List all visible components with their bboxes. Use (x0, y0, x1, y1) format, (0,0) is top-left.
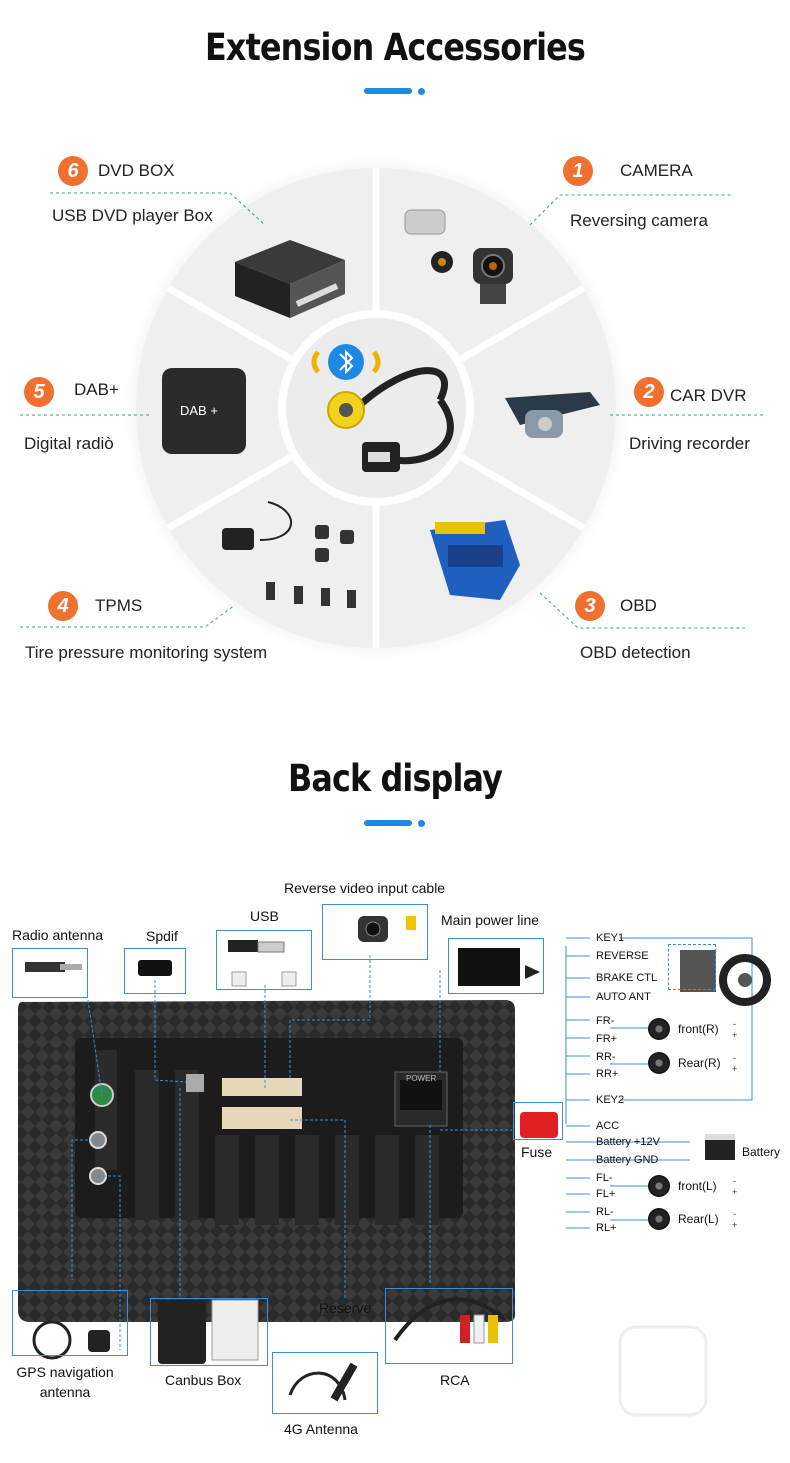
reverse-video-label: Reverse video input cable (284, 880, 446, 896)
car-dvr-desc: Driving recorder (629, 434, 750, 453)
speaker-front-r-plus: + (732, 1030, 738, 1040)
camera-desc: Reversing camera (570, 211, 708, 230)
badge-3: 3 (575, 591, 605, 621)
antenna-4g-box (272, 1352, 378, 1414)
back-display-title: Back display (287, 757, 503, 800)
speaker-rear-l-plus: + (732, 1220, 738, 1230)
wire-acc: ACC (596, 1120, 620, 1132)
speaker-rear-l-icon (648, 1208, 670, 1230)
wire-fr-minus: FR- (596, 1015, 615, 1027)
fuse-box (513, 1102, 563, 1140)
speaker-rear-r-plus: + (732, 1064, 738, 1074)
speaker-front-l-minus: - (733, 1176, 736, 1186)
speaker-rear-r-minus: - (733, 1053, 736, 1063)
wire-rr-minus: RR- (596, 1051, 616, 1063)
dab-desc: Digital radiò (24, 434, 114, 453)
tpms-desc: Tire pressure monitoring system (25, 643, 268, 662)
speaker-front-l-plus: + (732, 1187, 738, 1197)
spdif-label: Spdif (146, 928, 178, 944)
radio-antenna-label: Radio antenna (12, 927, 104, 943)
spdif-box (124, 948, 186, 994)
fuse-label: Fuse (521, 1144, 553, 1160)
speaker-front-r-label: front(R) (678, 1022, 719, 1036)
tpms-label: TPMS (95, 596, 143, 615)
radio-antenna-box (12, 948, 88, 998)
badge-6: 6 (58, 156, 88, 186)
brake-box (668, 944, 716, 990)
main-power-box (448, 938, 544, 994)
wire-reverse: REVERSE (596, 950, 649, 962)
gps-box (12, 1290, 128, 1356)
badge-1: 1 (563, 156, 593, 186)
battery-label: Battery (742, 1145, 781, 1159)
wire-rr-plus: RR+ (596, 1068, 619, 1080)
badge-4: 4 (48, 591, 78, 621)
wire-key2: KEY2 (596, 1094, 625, 1106)
camera-label: CAMERA (620, 161, 693, 180)
speaker-rear-l-label: Rear(L) (678, 1212, 719, 1226)
wire-battery-12v: Battery +12V (596, 1136, 660, 1148)
obd-label: OBD (620, 596, 657, 615)
dab-box-text: DAB + (180, 403, 218, 418)
speaker-front-r-icon (648, 1018, 670, 1040)
back-title-underline (364, 820, 412, 826)
usb-box (216, 930, 312, 990)
rca-box (385, 1288, 513, 1364)
bluetooth-icon (311, 344, 381, 380)
wire-battery-gnd: Battery GND (596, 1154, 659, 1166)
dvd-box-desc: USB DVD player Box (52, 206, 213, 225)
obd-desc: OBD detection (580, 643, 691, 662)
antenna-4g-label: 4G Antenna (284, 1421, 358, 1437)
wire-fl-minus: FL- (596, 1172, 613, 1184)
reverse-video-box (322, 904, 428, 960)
wire-brake-ctl: BRAKE CTL (596, 972, 658, 984)
car-dvr-label: CAR DVR (670, 386, 747, 405)
accessories-wheel (20, 156, 765, 660)
dab-label: DAB+ (74, 380, 119, 399)
reserve-label: Reserve (319, 1300, 372, 1316)
extension-accessories-title: Extension Accessories (205, 26, 586, 69)
title-underline-dot (418, 88, 425, 95)
canbus-label: Canbus Box (165, 1372, 242, 1388)
rca-label: RCA (440, 1372, 470, 1388)
wire-rl-minus: RL- (596, 1206, 614, 1218)
gps-label: GPS navigation antenna (16, 1364, 114, 1400)
canbus-box (150, 1298, 268, 1366)
usb-label: USB (250, 908, 279, 924)
badge-5: 5 (24, 377, 54, 407)
power-port-label: POWER (406, 1074, 437, 1083)
speaker-rear-r-icon (648, 1052, 670, 1074)
wire-rl-plus: RL+ (596, 1222, 617, 1234)
wire-fr-plus: FR+ (596, 1033, 618, 1045)
speaker-front-l-icon (648, 1175, 670, 1197)
wire-fl-plus: FL+ (596, 1188, 616, 1200)
title-underline (364, 88, 412, 94)
speaker-rear-r-label: Rear(R) (678, 1056, 721, 1070)
dvd-box-label: DVD BOX (98, 161, 175, 180)
speaker-front-l-label: front(L) (678, 1179, 717, 1193)
wire-key1: KEY1 (596, 932, 625, 944)
wire-auto-ant: AUTO ANT (596, 991, 651, 1003)
back-title-underline-dot (418, 820, 425, 827)
badge-2: 2 (634, 377, 664, 407)
main-power-label: Main power line (441, 912, 540, 928)
speaker-rear-l-minus: - (733, 1209, 736, 1219)
back-panel-diagram (18, 916, 771, 1417)
speaker-front-r-minus: - (733, 1019, 736, 1029)
